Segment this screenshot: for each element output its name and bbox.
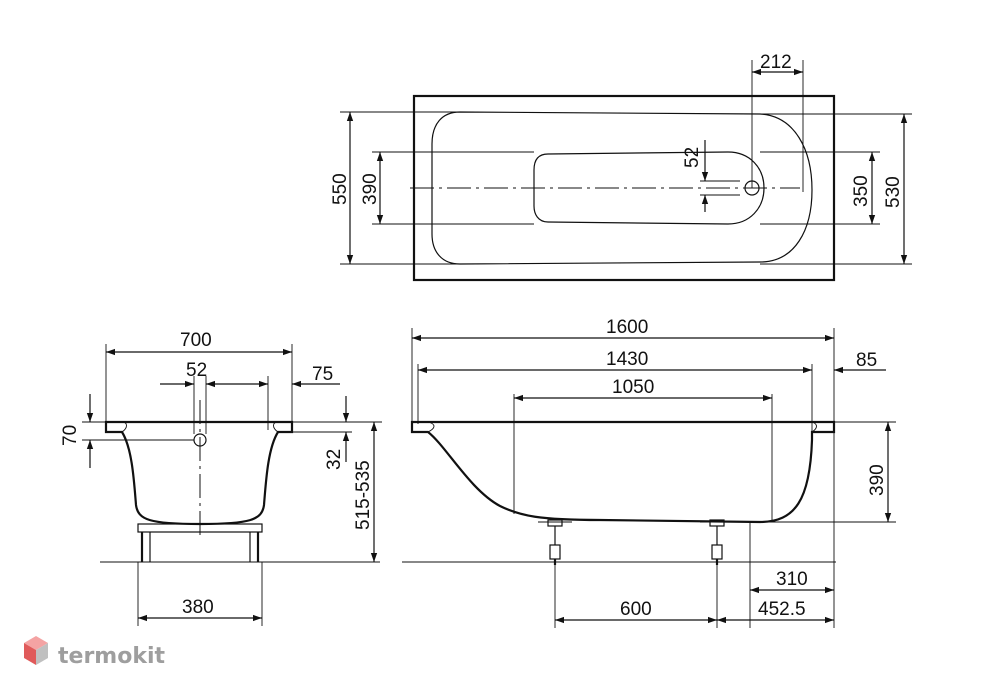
front-view: 1600 1430 85 1050 390 310 600 452.5: [402, 317, 896, 628]
top-inner-basin: [431, 111, 813, 265]
dim-310: 310: [776, 569, 808, 590]
dim-390-top: 390: [360, 173, 381, 205]
dim-70: 70: [60, 425, 81, 446]
dim-700: 700: [180, 330, 212, 351]
front-foot-right: [700, 519, 734, 565]
dim-515-535: 515-535: [353, 460, 374, 530]
dim-1050: 1050: [612, 377, 654, 398]
top-view: 212 52 550 390 350 530: [330, 52, 912, 282]
dim-1600: 1600: [606, 317, 648, 338]
top-inner-floor: [533, 151, 765, 225]
dim-550: 550: [330, 173, 351, 205]
dim-52-side: 52: [186, 360, 207, 381]
termokit-logo: termokit: [24, 636, 165, 669]
side-view: 700 52 75 70 32 515-535 380: [60, 330, 382, 626]
dim-32: 32: [324, 449, 345, 470]
dim-85: 85: [856, 350, 877, 371]
dim-390-front: 390: [867, 464, 888, 496]
side-tub-profile: [104, 420, 294, 526]
dim-600: 600: [620, 599, 652, 620]
termokit-cube-icon: [24, 636, 48, 665]
dim-212: 212: [760, 52, 792, 73]
dim-380: 380: [182, 597, 214, 618]
dim-1430: 1430: [606, 349, 648, 370]
front-foot-left: [538, 519, 572, 565]
dim-452-5: 452.5: [758, 599, 806, 620]
logo-text: termokit: [58, 644, 165, 669]
dim-530: 530: [883, 176, 904, 208]
dim-52-top: 52: [682, 147, 703, 168]
dim-350: 350: [851, 175, 872, 207]
front-tub-profile: [410, 420, 836, 524]
dim-75: 75: [312, 364, 333, 385]
